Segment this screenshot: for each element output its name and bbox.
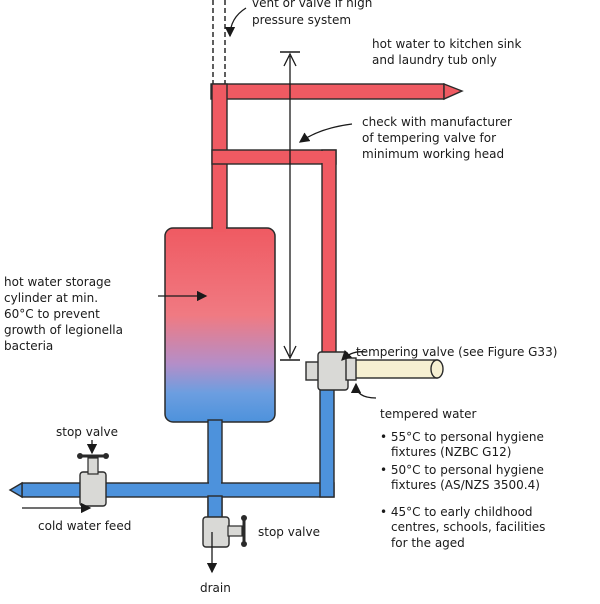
drain-pipe [207, 495, 223, 519]
bullet1-line2: fixtures (NZBC G12) [391, 445, 511, 459]
drain-label: drain [200, 581, 231, 595]
tempered-water-label: tempered water • 55°C to personal hygien… [380, 407, 545, 550]
hot-pipe-branch [211, 149, 337, 363]
hot-water-label-line2: and laundry tub only [372, 53, 497, 67]
cold-feed-pipe [8, 481, 335, 499]
hot-water-label-line1: hot water to kitchen sink [372, 37, 522, 51]
bullet3-line1: • 45°C to early childhood [380, 505, 533, 519]
vent-label-line2: pressure system [252, 13, 351, 27]
hot-water-cylinder [164, 227, 276, 423]
check-label-line2: of tempering valve for [362, 131, 496, 145]
vent-pipe [212, 0, 226, 86]
check-label-line1: check with manufacturer [362, 115, 512, 129]
bullet3-line3: for the aged [391, 536, 465, 550]
stop-valve-bottom-label: stop valve [258, 525, 320, 539]
vent-label: vent or valve if high pressure system [252, 0, 372, 27]
cylinder-label-line2: cylinder at min. [4, 291, 98, 305]
stop-valve-bottom-icon [202, 515, 247, 548]
bullet2-line2: fixtures (AS/NZS 3500.4) [391, 478, 540, 492]
check-manufacturer-label: check with manufacturer of tempering val… [362, 115, 512, 161]
tempered-water-title: tempered water [380, 407, 477, 421]
stop-valve-left-label: stop valve [56, 425, 118, 439]
cylinder-label-line3: 60°C to prevent [4, 307, 100, 321]
cold-water-feed-label: cold water feed [38, 519, 131, 533]
cold-pipe-to-valve [209, 371, 335, 498]
hot-water-label: hot water to kitchen sink and laundry tu… [372, 37, 522, 67]
working-head-dimension [280, 51, 300, 361]
cylinder-label-line4: growth of legionella [4, 323, 123, 337]
bullet2-line1: • 50°C to personal hygiene [380, 463, 544, 477]
bullet1-line1: • 55°C to personal hygiene [380, 430, 544, 444]
leader-arrows [22, 7, 377, 574]
stop-valve-left-icon [77, 453, 109, 507]
cylinder-label-line1: hot water storage [4, 275, 111, 289]
cylinder-label-line5: bacteria [4, 339, 53, 353]
tempered-water-pipe [344, 359, 444, 379]
tempering-valve-label: tempering valve (see Figure G33) [356, 345, 557, 359]
bullet3-line2: centres, schools, facilities [391, 520, 545, 534]
check-label-line3: minimum working head [362, 147, 504, 161]
tempering-valve-body [305, 351, 357, 391]
cylinder-label: hot water storage cylinder at min. 60°C … [4, 275, 123, 353]
vent-label-line1: vent or valve if high [252, 0, 372, 10]
hot-pipe-top [210, 82, 464, 101]
